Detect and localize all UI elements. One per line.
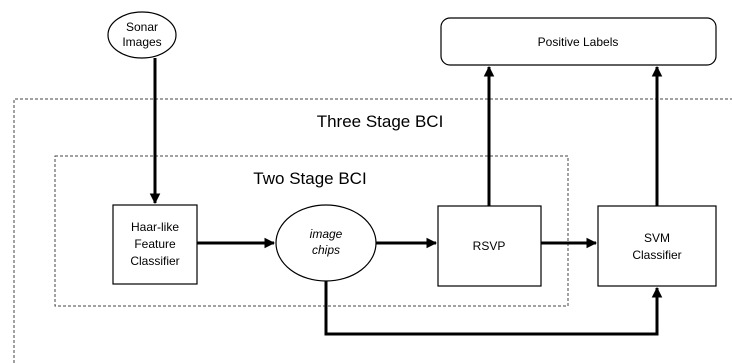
sonar-images-node xyxy=(107,11,177,59)
sonar-images-line2: Images xyxy=(122,35,161,49)
svm-classifier-line2: Classifier xyxy=(632,248,681,262)
arrow-chips-to-svm-bypass xyxy=(324,281,663,336)
three-stage-region-label: Three Stage BCI xyxy=(317,112,444,131)
image-chips-line2: chips xyxy=(312,243,340,257)
rsvp-label: RSVP xyxy=(473,239,506,253)
haar-classifier-line3: Classifier xyxy=(130,254,179,268)
svm-classifier-line1: SVM xyxy=(644,231,670,245)
image-chips-line1: image xyxy=(310,227,343,241)
three-stage-region-border xyxy=(13,98,732,363)
two-stage-region-label: Two Stage BCI xyxy=(253,169,366,188)
sonar-images-line1: Sonar xyxy=(126,20,158,34)
svm-classifier-node xyxy=(597,205,717,287)
haar-classifier-line1: Haar-like xyxy=(131,220,179,234)
positive-labels-label: Positive Labels xyxy=(538,35,619,49)
two-stage-region-border xyxy=(54,155,569,307)
haar-classifier-line2: Feature xyxy=(134,237,176,251)
rsvp-node xyxy=(437,205,542,287)
positive-labels-node xyxy=(440,17,717,66)
